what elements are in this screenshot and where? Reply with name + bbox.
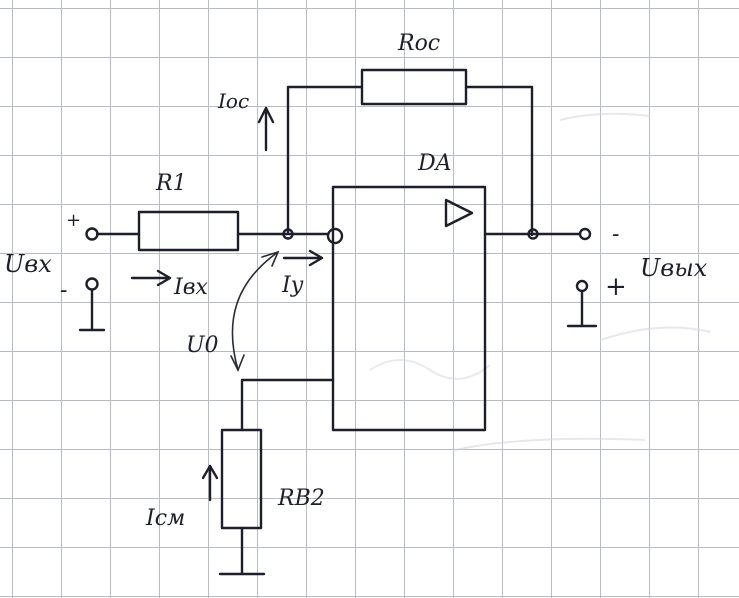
label-icm: Iсм: [145, 506, 185, 531]
ground-output: [566, 290, 598, 328]
label-uout-minus: -: [612, 222, 619, 247]
arrow-ioc: [257, 106, 275, 152]
opamp-inverting-input: [326, 227, 344, 245]
label-uin: Uвх: [4, 250, 52, 278]
opamp-da-body: [331, 185, 487, 432]
arrow-u0-head-top: [261, 250, 280, 267]
label-uout-plus: +: [605, 272, 627, 302]
label-uin-plus: +: [66, 210, 81, 231]
resistor-r1: [137, 210, 240, 252]
label-roc: Roc: [397, 31, 440, 56]
node-output: [527, 228, 539, 240]
terminal-input-plus: [85, 227, 99, 241]
ground-input: [78, 288, 106, 332]
arrow-u0-head-bottom: [230, 354, 245, 372]
label-u0: U0: [186, 333, 219, 358]
resistor-roc: [360, 68, 468, 106]
arrow-iy: [282, 249, 324, 267]
arrow-iin: [130, 269, 172, 287]
triangle-icon: [444, 198, 474, 228]
terminal-output-top: [578, 227, 592, 241]
terminal-input-minus: [85, 277, 99, 291]
label-uin-minus: -: [60, 278, 67, 303]
resistor-rv2: [220, 428, 263, 530]
wire-feedback-left: [286, 85, 364, 234]
label-da: DA: [417, 151, 452, 176]
terminal-output-bottom: [575, 279, 589, 293]
label-iin: Iвх: [173, 275, 208, 300]
arrow-icm: [201, 464, 219, 502]
wire-noninverting: [240, 378, 335, 432]
wire-feedback-right: [464, 85, 534, 237]
show-through-marks: [369, 112, 711, 451]
label-rv2: RВ2: [277, 486, 325, 511]
label-uout: Uвых: [640, 254, 708, 282]
label-r1: R1: [155, 171, 187, 196]
node-summing: [282, 228, 294, 240]
ground-rv2: [218, 526, 266, 576]
arrow-u0: [231, 251, 279, 371]
label-ioc: Ioc: [217, 89, 249, 113]
label-iy: Iy: [281, 273, 304, 298]
